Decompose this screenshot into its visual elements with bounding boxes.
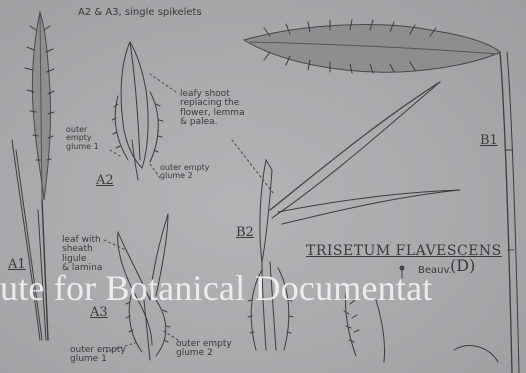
header-caption: A2 & A3, single spikelets: [78, 8, 202, 19]
b2-leafy-shoot-drawing: [248, 82, 460, 350]
a2-spikelet-drawing: [112, 42, 163, 180]
annotation-outer-empty-glume-1-a2: outer empty glume 1: [66, 126, 99, 151]
figure-label-b2: B2: [236, 226, 254, 240]
watermark-text: ute for Botanical Documentat: [0, 267, 526, 309]
annotation-outer-empty-glume-2-a2: outer empty glume 2: [160, 164, 210, 181]
annotation-outer-empty-glume-1-a3: outer empty glume 1: [70, 346, 126, 365]
annotation-leafy-shoot: leafy shoot replacing the flower, lemma …: [180, 90, 245, 128]
annotation-outer-empty-glume-2-a3: outer empty glume 2: [176, 340, 232, 359]
figure-label-a2: A2: [96, 174, 114, 188]
figure-label-b1: B1: [480, 134, 498, 148]
